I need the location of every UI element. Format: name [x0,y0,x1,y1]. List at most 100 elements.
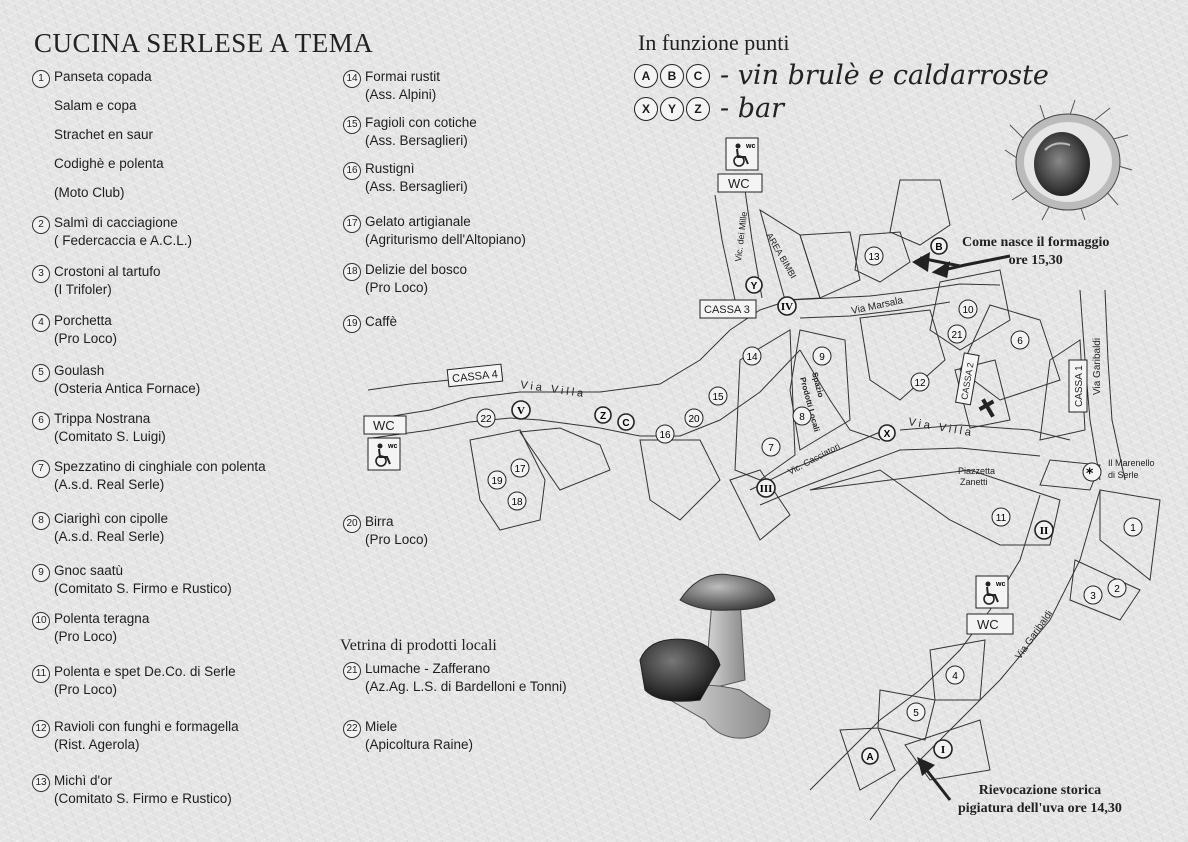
stand-marker-6-text: 6 [1017,336,1023,347]
point-marker-x-text: X [884,429,891,440]
menu-item-number: 16 [343,162,361,180]
menu-item-number: 6 [32,412,50,430]
stand-marker-15-text: 15 [712,392,724,403]
menu-item-number: 20 [343,515,361,533]
legend-letter-x: X [634,96,658,121]
stand-marker-13-text: 13 [868,252,880,263]
menu-item-detail: (Osteria Antica Fornace) [54,381,201,396]
church-cross-icon [978,398,995,418]
stand-marker-8-text: 8 [799,412,805,423]
menu-item-dish: Trippa Nostrana [54,411,151,426]
legend-letter-a: A [634,63,658,88]
point-marker-x: X [878,424,896,442]
accessible-wc-icons: wc wc wc [367,137,1009,609]
piazzetta-label-2: Zanetti [960,477,988,487]
point-marker-y-text: Y [751,281,758,292]
menu-item-detail: (Az.Ag. L.S. di Bardelloni e Tonni) [365,679,567,694]
cassa-boxes: CASSA 4 CASSA 3 CASSA 2 CASSA 1 [446,299,1088,413]
menu-item-dish: Ravioli con funghi e formagella [54,719,239,734]
point-marker-a-text: A [866,752,873,763]
menu-item-number: 19 [343,315,361,333]
menu-item-dish: Salmì di cacciagione [54,215,178,230]
menu-item-detail: (Agriturismo dell'Altopiano) [365,232,526,247]
menu-item-dish: Fagioli con cotiche [365,115,477,130]
menu-item-number: 17 [343,215,361,233]
wc-west-label: WC [373,418,395,433]
vetrina-title: Vetrina di prodotti locali [340,637,497,654]
menu-item-detail: ( Federcaccia e A.C.L.) [54,233,193,248]
menu-item-dish: Ciarighì con cipolle [54,511,169,526]
menu-item-dish: Rustignì [365,161,415,176]
stand-marker-16: 16 [655,424,675,444]
stand-marker-9-text: 9 [819,352,825,363]
point-marker-b: B [930,237,948,255]
marenello-label-1: Il Marenello [1108,458,1155,468]
menu-item-number: 4 [32,314,50,332]
menu-item-detail: (Rist. Agerola) [54,737,140,752]
stand-marker-6: 6 [1010,330,1030,350]
stand-marker-16-text: 16 [659,430,671,441]
menu-item-detail: (Ass. Bersaglieri) [365,179,468,194]
menu-item-dish: Panseta copada [54,69,152,84]
menu-item-dish: Miele [365,719,398,734]
cassa-1-label: CASSA 1 [1074,365,1085,407]
menu-item-dish: Caffè [365,314,398,329]
menu-item-detail: (Apicoltura Raine) [365,737,474,752]
menu-item-number: 2 [32,216,50,234]
menu-item-number: 11 [32,665,50,683]
map-markers: 12345678910111213141516171819202122ABCXY… [476,237,1143,765]
stand-marker-14: 14 [742,346,762,366]
stand-marker-2: 2 [1107,578,1127,598]
menu-title: CUCINA SERLESE A TEMA [34,28,374,58]
menu-item-detail: (Pro Loco) [54,682,118,697]
stand-marker-21: 21 [947,324,967,344]
point-marker-a: A [861,747,879,765]
menu-item-dish: Crostoni al tartufo [54,264,161,279]
piazzetta-label-1: Piazzetta [958,466,995,476]
menu-item-detail: (Comitato S. Firmo e Rustico) [54,581,232,596]
menu-item-number: 14 [343,70,361,88]
roman-marker-v-text: V [517,405,525,417]
cassa-3-label: CASSA 3 [704,304,750,316]
stand-marker-7-text: 7 [768,443,774,454]
stand-marker-3: 3 [1083,585,1103,605]
wheelchair-icon: wc [367,437,401,471]
stand-marker-12: 12 [910,372,930,392]
point-marker-c: C [617,413,635,431]
roman-marker-ii: II [1034,520,1054,540]
menu-item-dish: Birra [365,514,394,529]
legend-letter-b: B [660,63,684,88]
menu-item-detail: (Ass. Bersaglieri) [365,133,468,148]
stand-marker-12-text: 12 [914,378,926,389]
menu-item-number: 9 [32,564,50,582]
menu-item-dish: Gnoc saatù [54,563,124,578]
stand-marker-1: 1 [1123,517,1143,537]
street-outlines [367,179,1161,821]
menu-item-detail: Codighè e polenta [54,156,164,171]
menu-item-dish: Lumache - Zafferano [365,661,491,676]
menu-item-number: 7 [32,460,50,478]
wc-south-label: WC [977,617,999,632]
stand-marker-18-text: 18 [511,497,523,508]
stand-marker-10-text: 10 [962,305,974,316]
menu-item-dish: Formai rustit [365,69,441,84]
stand-marker-20-text: 20 [688,414,700,425]
menu-item-dish: Polenta e spet De.Co. di Serle [54,664,236,679]
stand-marker-4: 4 [945,665,965,685]
cassa-4-label: CASSA 4 [452,369,499,386]
menu-item-detail: (Comitato S. Luigi) [54,429,166,444]
menu-item-dish: Spezzatino di cinghiale con polenta [54,459,266,474]
stand-marker-21-text: 21 [951,330,963,341]
legend-letter-c: C [686,63,710,88]
roman-marker-iii: III [756,478,776,498]
stand-marker-19-text: 19 [491,476,503,487]
menu-item-number: 3 [32,265,50,283]
point-marker-c-text: C [622,418,629,429]
menu-item-number: 8 [32,512,50,530]
stand-marker-3-text: 3 [1090,591,1096,602]
street-names: Via Villa Via Villa Via Marsala Via Gari… [520,211,1155,662]
menu-item-number: 22 [343,720,361,738]
legend-text-bar: - bar [720,93,784,124]
legend-title: In funzione punti [638,30,790,55]
